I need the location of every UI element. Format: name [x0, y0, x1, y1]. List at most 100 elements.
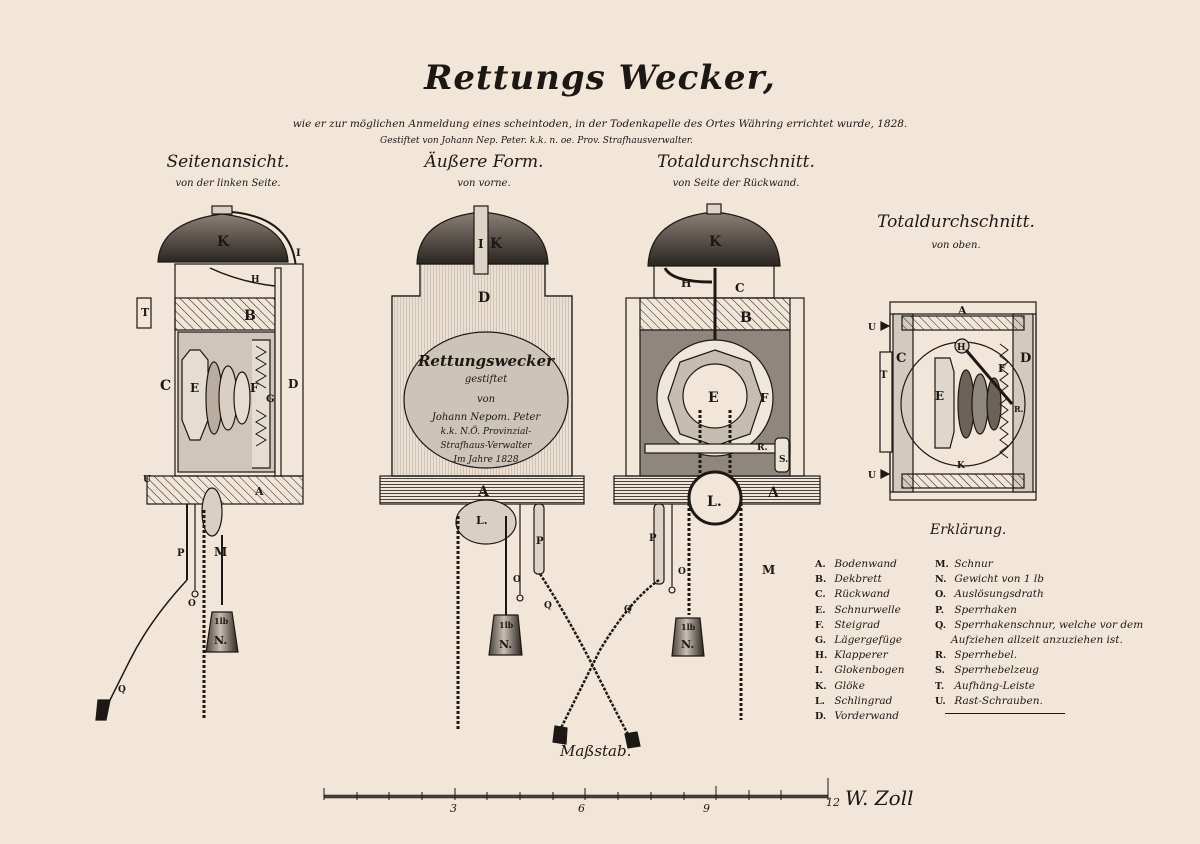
legend-item: K. Glöke — [815, 679, 865, 692]
section-top-drawing — [879, 301, 1037, 501]
side-view-drawing — [95, 205, 304, 721]
view-title-section-back: Totaldurchschnitt. — [657, 152, 815, 172]
svg-text:1lb: 1lb — [214, 616, 229, 626]
legend-column-right: M. Schnur N. Gewicht von 1 lb O. Auslösu… — [935, 557, 1144, 715]
svg-text:R.: R. — [1014, 404, 1024, 414]
svg-text:C: C — [735, 281, 745, 295]
svg-text:F: F — [998, 362, 1006, 375]
legend-item: E. Schnurwelle — [815, 603, 901, 616]
artist-signature: W. Zoll — [845, 786, 914, 810]
svg-text:Johann Nepom. Peter: Johann Nepom. Peter — [430, 412, 542, 423]
svg-text:S.: S. — [779, 455, 788, 465]
svg-text:T: T — [880, 370, 888, 381]
scale-tick-12: 12 — [826, 796, 840, 809]
svg-text:O: O — [513, 575, 521, 585]
svg-text:K: K — [217, 234, 230, 250]
view-title-side: Seitenansicht. — [166, 152, 290, 172]
svg-text:F: F — [760, 391, 769, 405]
scale-tick-6: 6 — [578, 802, 585, 815]
legend-item: N. Gewicht von 1 lb — [935, 573, 1044, 586]
svg-text:N.: N. — [499, 638, 512, 651]
legend-item: B. Dekbrett — [815, 573, 882, 586]
svg-text:D: D — [478, 290, 490, 306]
svg-text:D: D — [1020, 351, 1031, 366]
legend-item: I. Glokenbogen — [815, 664, 905, 677]
view-subtitle-section-back: von Seite der Rückwand. — [672, 178, 800, 189]
svg-text:1lb: 1lb — [681, 622, 696, 632]
scale-tick-3: 3 — [450, 802, 457, 815]
svg-text:T: T — [141, 306, 150, 319]
svg-text:U: U — [868, 471, 876, 481]
legend-title: Erklärung. — [930, 522, 1007, 538]
svg-text:H: H — [681, 277, 691, 290]
svg-text:H: H — [251, 275, 260, 285]
svg-text:A: A — [767, 485, 780, 501]
svg-text:I: I — [478, 237, 484, 251]
svg-text:L.: L. — [707, 494, 722, 510]
svg-text:1lb: 1lb — [499, 620, 514, 630]
svg-text:K: K — [490, 236, 503, 252]
view-title-front: Äußere Form. — [424, 152, 544, 172]
view-subtitle-section-top: von oben. — [931, 240, 981, 251]
svg-text:P: P — [177, 548, 185, 559]
legend-item: H. Klapperer — [815, 649, 888, 662]
svg-text:C: C — [160, 378, 171, 394]
legend-item: S. Sperrhebelzeug — [935, 664, 1040, 677]
svg-text:A: A — [477, 484, 490, 500]
section-back-drawing — [552, 203, 821, 745]
scale-bar — [323, 778, 829, 800]
svg-text:H: H — [957, 343, 966, 353]
svg-text:N.: N. — [214, 634, 227, 647]
svg-text:k.k. N.Ö. Provinzial-: k.k. N.Ö. Provinzial- — [441, 425, 532, 437]
svg-text:M: M — [214, 545, 227, 559]
legend-item: R. Sperrhebel. — [935, 649, 1018, 662]
legend-item: O. Auslösungsdrath — [935, 588, 1044, 601]
legend-end-rule — [945, 713, 1065, 715]
drawing-title: Rettungs Wecker, — [424, 58, 776, 98]
svg-text:K: K — [957, 461, 966, 471]
legend-item: Q. Sperrhakenschnur, welche vor dem — [935, 618, 1144, 631]
section-top-labels: A C D E F H R. K T U U — [868, 304, 1031, 481]
side-view-labels: K B C E F G D H I T U A P M O Q 1lb N. — [118, 234, 301, 695]
svg-text:Rettungswecker: Rettungswecker — [417, 352, 555, 370]
legend-item: M. Schnur — [935, 558, 993, 570]
legend-item: D. Vorderwand — [815, 710, 899, 723]
legend-column-left: A. Bodenwand B. Dekbrett C. Rückwand E. … — [815, 557, 905, 724]
view-title-section-top: Totaldurchschnitt. — [877, 212, 1035, 232]
svg-text:U: U — [868, 323, 876, 333]
svg-text:O: O — [678, 567, 686, 577]
svg-text:I: I — [296, 248, 301, 259]
svg-text:M: M — [762, 563, 775, 577]
svg-text:Q: Q — [624, 605, 632, 615]
svg-text:L.: L. — [476, 514, 488, 527]
front-view-drawing — [379, 205, 641, 749]
svg-text:Im Jahre 1828: Im Jahre 1828 — [452, 455, 518, 465]
front-view-labels: I K D A L. P O Q 1lb N. — [476, 236, 552, 651]
svg-text:Strafhaus-Verwalter: Strafhaus-Verwalter — [440, 441, 532, 451]
legend-item: C. Rückwand — [815, 588, 890, 601]
svg-text:A: A — [254, 485, 264, 498]
section-back-labels: K H C B E F R. S. L. A P O M Q 1lb N. — [624, 234, 788, 651]
svg-text:Q: Q — [118, 685, 126, 695]
front-view-plaque: Rettungswecker gestiftet von Johann Nepo… — [417, 352, 555, 465]
svg-text:P: P — [649, 533, 657, 544]
legend-item: G. Lägergefüge — [815, 634, 903, 647]
svg-text:P: P — [536, 536, 544, 547]
svg-text:Q: Q — [544, 601, 552, 611]
legend-item: P. Sperrhaken — [935, 603, 1017, 616]
legend-item: T. Aufhäng-Leiste — [935, 679, 1035, 692]
svg-text:D: D — [288, 377, 298, 391]
svg-text:E: E — [190, 381, 199, 395]
legend-item: L. Schlingrad — [815, 694, 893, 707]
svg-text:von: von — [477, 394, 495, 405]
svg-text:K: K — [709, 234, 722, 250]
svg-text:C: C — [896, 351, 906, 366]
svg-text:G: G — [266, 394, 275, 405]
svg-text:O: O — [188, 599, 196, 609]
svg-text:E: E — [708, 390, 719, 406]
svg-text:U: U — [143, 475, 151, 485]
svg-text:R.: R. — [757, 443, 768, 453]
svg-text:B: B — [740, 310, 752, 326]
view-subtitle-front: von vorne. — [457, 178, 511, 189]
